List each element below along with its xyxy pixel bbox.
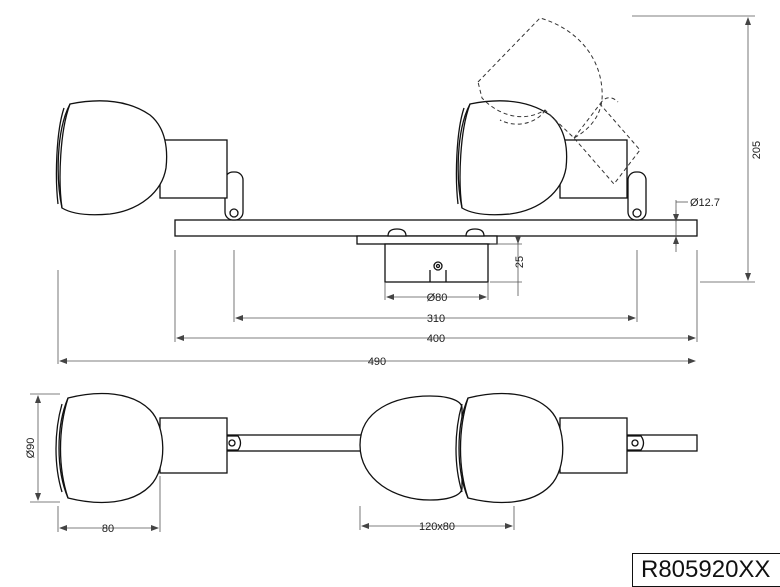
dim-w310: 310 (427, 313, 445, 325)
dim-d12-7: Ø12.7 (690, 197, 720, 209)
top-right-neck (559, 417, 628, 474)
dim-h25: 25 (514, 256, 526, 268)
dim-w400: 400 (427, 333, 445, 345)
dim-d80: Ø80 (427, 292, 448, 304)
dim-w490: 490 (368, 356, 386, 368)
canopy-knob-left (387, 228, 407, 237)
top-view (55, 392, 698, 504)
product-code: R805920XX (641, 556, 771, 583)
top-left-shade (58, 392, 164, 504)
dim-h205: 205 (751, 141, 763, 159)
left-spot-shade (57, 100, 168, 216)
right-bracket-post (627, 171, 647, 221)
product-code-box: R805920XX (632, 553, 780, 587)
canopy-plate (356, 235, 498, 245)
dim-d90: Ø90 (25, 438, 37, 459)
dim-s120x80: 120x80 (419, 521, 455, 533)
right-spot-neck (559, 139, 628, 199)
canopy-knob-right (465, 228, 485, 237)
top-right-shade (458, 392, 564, 504)
rail-bar (174, 219, 698, 237)
top-left-neck (159, 417, 228, 474)
dimension-labels: Ø12.7 205 25 Ø80 310 400 490 Ø90 80 120x… (25, 141, 763, 535)
dim-w80: 80 (102, 523, 114, 535)
right-spotlight (455, 100, 647, 221)
top-middle-shade (359, 395, 463, 501)
side-view (55, 100, 698, 283)
right-spot-shade (457, 100, 568, 216)
left-spot-neck (159, 139, 228, 199)
dimension-lines (30, 15, 755, 532)
tilted-spot-outline (477, 17, 641, 185)
left-spotlight (55, 100, 244, 221)
